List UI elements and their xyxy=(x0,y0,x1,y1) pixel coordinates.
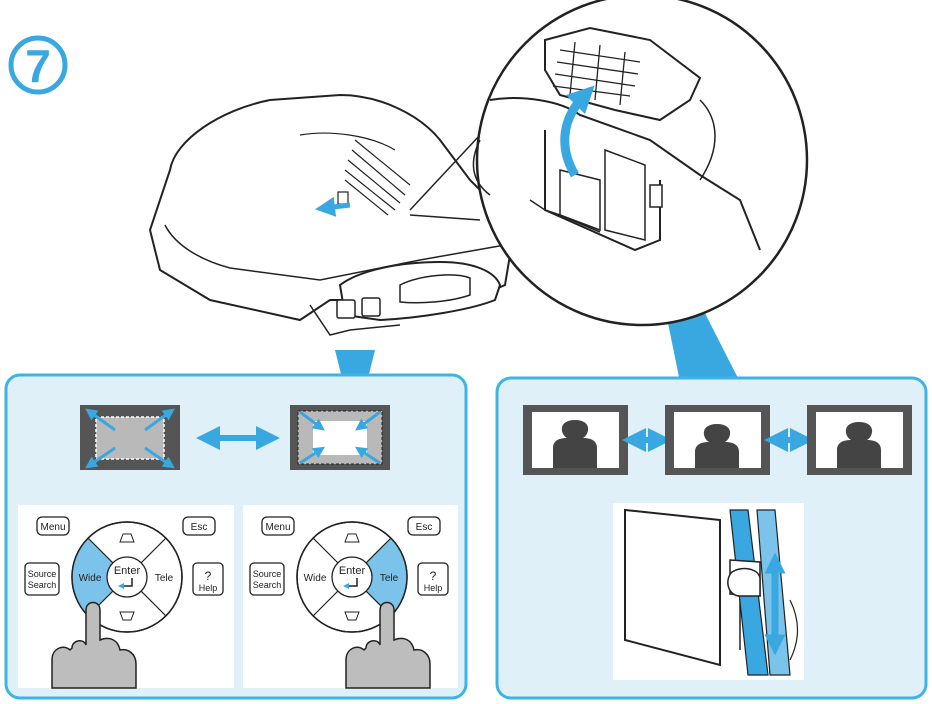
zoom-connector-bottom xyxy=(409,214,481,221)
image-position-down-icon xyxy=(807,405,912,475)
help-symbol: ? xyxy=(430,569,437,583)
keystone-up-icon xyxy=(119,533,135,543)
tele-label: Tele xyxy=(380,573,399,584)
enter-label: Enter xyxy=(339,565,366,577)
image-position-up-icon xyxy=(523,405,628,475)
help-label: Help xyxy=(424,583,443,593)
wide-button-highlight[interactable] xyxy=(71,538,127,616)
keystone-up-icon xyxy=(344,533,360,543)
help-label: Help xyxy=(199,583,218,593)
keystone-down-icon xyxy=(119,611,135,621)
projector-illustration xyxy=(148,93,512,336)
zoom-connector-top xyxy=(409,134,481,211)
source-label: Source xyxy=(253,569,282,579)
step-number: 7 xyxy=(25,40,51,92)
zoom-shrink-screen-icon xyxy=(80,405,180,470)
esc-label: Esc xyxy=(191,522,208,533)
enter-return-icon xyxy=(343,578,358,589)
enter-button[interactable] xyxy=(106,556,148,598)
enter-return-icon xyxy=(118,578,133,589)
menu-label: Menu xyxy=(40,522,65,533)
zoom-detail-circle xyxy=(472,0,809,327)
source-search-button[interactable] xyxy=(24,562,60,596)
pointing-finger-icon xyxy=(345,601,431,689)
source-label: Source xyxy=(28,569,57,579)
step-number-badge: 7 xyxy=(8,35,68,95)
keystone-down-icon xyxy=(344,611,360,621)
image-position-center-icon xyxy=(665,405,770,475)
tele-button-highlight[interactable] xyxy=(352,538,408,616)
lens-shift-lever-illustration xyxy=(613,503,804,680)
source-search-button[interactable] xyxy=(249,562,285,596)
wide-label: Wide xyxy=(304,573,327,584)
menu-button[interactable] xyxy=(261,516,295,536)
help-symbol: ? xyxy=(205,569,212,583)
search-label: Search xyxy=(253,580,282,590)
wide-label: Wide xyxy=(79,573,102,584)
enter-button[interactable] xyxy=(331,556,373,598)
esc-label: Esc xyxy=(416,522,433,533)
zoom-enlarge-screen-icon xyxy=(290,405,390,470)
tele-label: Tele xyxy=(155,573,174,584)
menu-label: Menu xyxy=(265,522,290,533)
search-label: Search xyxy=(28,580,57,590)
menu-button[interactable] xyxy=(36,516,70,536)
help-button[interactable] xyxy=(417,562,449,596)
remote-wide-illustration: Menu Esc Source Search ? Help Enter Wide… xyxy=(18,505,234,689)
remote-tele-illustration: Menu Esc Source Search ? Help Enter Wide… xyxy=(243,505,458,689)
esc-button[interactable] xyxy=(182,516,216,536)
pointing-finger-icon xyxy=(51,601,137,689)
enter-label: Enter xyxy=(114,565,141,577)
help-button[interactable] xyxy=(192,562,224,596)
esc-button[interactable] xyxy=(407,516,441,536)
